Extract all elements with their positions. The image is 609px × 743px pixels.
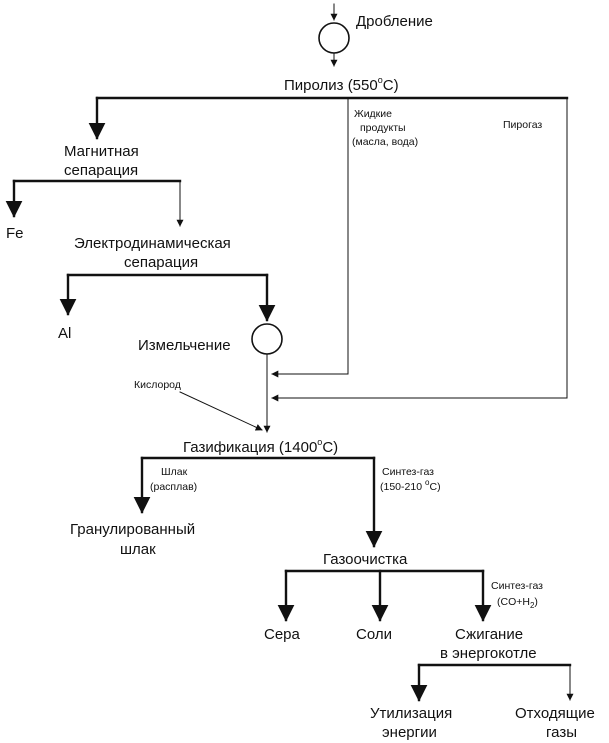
fe-label: Fe [6,225,24,242]
flue-gas-label-2: газы [546,724,577,741]
flue-gas-label-1: Отходящие [515,705,595,722]
energy-label-2: энергии [382,724,437,741]
energy-label-1: Утилизация [370,705,452,722]
burning-label-1: Сжигание [455,626,523,643]
pyrolysis-label: Пиролиз (550oC) [284,75,399,94]
milling-label: Измельчение [138,337,231,354]
mill-circle-icon [251,323,283,355]
oxygen-label: Кислород [134,379,181,391]
liquid-products-label-2: продукты [360,122,406,134]
burning-label-2: в энергокотле [440,645,537,662]
granulated-slag-label-2: шлак [120,541,156,558]
al-label: Al [58,325,71,342]
slag-label-2: (расплав) [150,481,197,493]
liquid-products-label-1: Жидкие [354,108,392,120]
gasification-label: Газификация (1400oC) [183,437,338,456]
magnetic-label-2: сепарация [64,162,138,179]
salts-label: Соли [356,626,392,643]
oxygen-arrow [179,391,263,431]
slag-label-1: Шлак [161,466,188,478]
crusher-circle-icon [318,22,350,54]
liquid-products-label-3: (масла, вода) [352,136,418,148]
crushing-label: Дробление [356,13,433,30]
magnetic-label-1: Магнитная [64,143,139,160]
granulated-slag-label-1: Гранулированный [70,521,195,538]
electro-label-2: сепарация [124,254,198,271]
syngas-label-1: Синтез-газ [382,466,434,478]
sulfur-label: Сера [264,626,301,643]
gas-cleaning-label: Газоочистка [323,551,408,568]
syngas2-label-2: (CO+H2) [497,596,538,610]
electro-label-1: Электродинамическая [74,235,231,252]
pyrogas-label: Пирогаз [503,119,542,131]
syngas2-label-1: Синтез-газ [491,580,543,592]
